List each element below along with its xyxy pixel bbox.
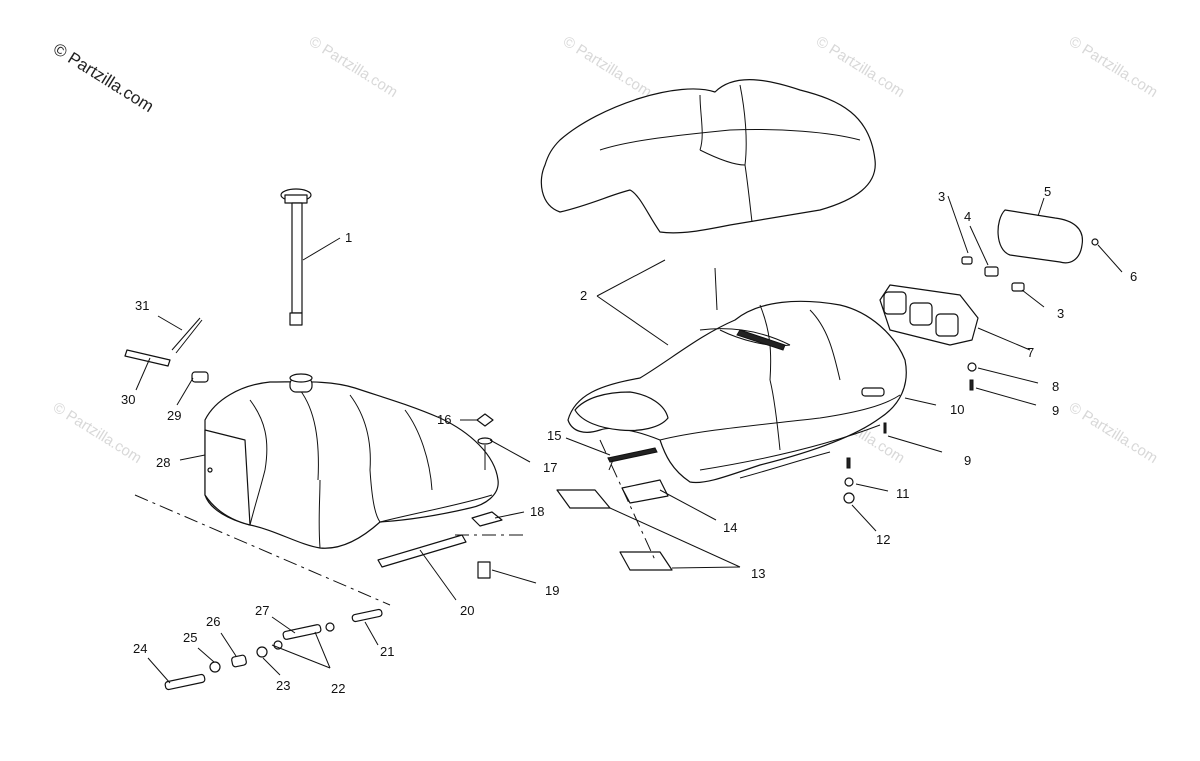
watermark-faded: © Partzilla.com xyxy=(560,33,655,101)
callout-5: 5 xyxy=(1044,184,1051,199)
callout-15: 15 xyxy=(547,428,561,443)
watermark-faded: © Partzilla.com xyxy=(50,399,145,467)
callout-14: 14 xyxy=(723,520,737,535)
watermark-faded: © Partzilla.com xyxy=(1066,33,1161,101)
callout-7: 7 xyxy=(1027,345,1034,360)
fuel-sender xyxy=(280,188,312,326)
callout-8: 8 xyxy=(1052,379,1059,394)
callout-3: 3 xyxy=(938,189,945,204)
tail-light-housing xyxy=(879,284,979,346)
callout-4: 4 xyxy=(964,209,971,224)
callout-29: 29 xyxy=(167,408,181,423)
callout-1: 1 xyxy=(345,230,352,245)
callout-25: 25 xyxy=(183,630,197,645)
seat-assembly xyxy=(567,300,907,484)
callout-23: 23 xyxy=(276,678,290,693)
seat-pad-14 xyxy=(621,479,669,504)
seat-strap xyxy=(607,447,658,471)
fuel-tank xyxy=(204,373,499,549)
callout-2: 2 xyxy=(580,288,587,303)
callout-9: 9 xyxy=(964,453,971,468)
callout-13: 13 xyxy=(751,566,765,581)
callout-22: 22 xyxy=(331,681,345,696)
callout-11: 11 xyxy=(896,486,910,501)
seat-pad-13 xyxy=(556,489,741,571)
callout-19: 19 xyxy=(545,583,559,598)
watermark-faded: © Partzilla.com xyxy=(1066,399,1161,467)
callout-28: 28 xyxy=(156,455,170,470)
seat-emblem xyxy=(861,387,885,397)
callout-12: 12 xyxy=(876,532,890,547)
fuel-line-fittings xyxy=(164,608,383,691)
callout-27: 27 xyxy=(255,603,269,618)
callout-18: 18 xyxy=(530,504,544,519)
tank-hardware xyxy=(124,317,503,579)
watermark-faded: © Partzilla.com xyxy=(306,33,401,101)
callout-6: 6 xyxy=(1130,269,1137,284)
small-fasteners xyxy=(843,238,1099,504)
callout-9: 9 xyxy=(1052,403,1059,418)
callout-24: 24 xyxy=(133,641,147,656)
watermark-faded: © Partzilla.com xyxy=(813,33,908,101)
tail-light-lens xyxy=(997,209,1083,264)
callout-10: 10 xyxy=(950,402,964,417)
callout-20: 20 xyxy=(460,603,474,618)
callout-30: 30 xyxy=(121,392,135,407)
callout-17: 17 xyxy=(543,460,557,475)
seat-cushion xyxy=(540,79,876,234)
watermark-main: © Partzilla.com xyxy=(50,39,157,116)
callout-3: 3 xyxy=(1057,306,1064,321)
callout-21: 21 xyxy=(380,644,394,659)
callout-26: 26 xyxy=(206,614,220,629)
callout-16: 16 xyxy=(437,412,451,427)
callout-31: 31 xyxy=(135,298,149,313)
